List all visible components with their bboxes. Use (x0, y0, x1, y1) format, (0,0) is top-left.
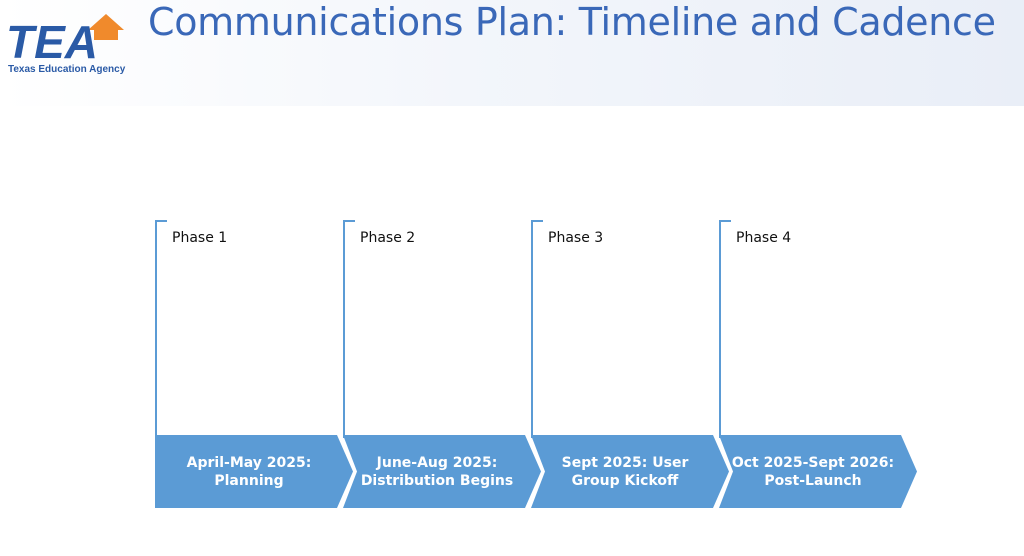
chevron-shape (531, 435, 729, 508)
phase-timeframe: June-Aug 2025: Distribution Begins (360, 454, 514, 489)
phase-label: Phase 3 (548, 230, 604, 246)
phase-1: Phase 1 April-May 2025: Planning (155, 220, 353, 510)
chevron-shape (343, 435, 541, 508)
chevron-shape (719, 435, 917, 508)
phase-bracket (531, 220, 543, 438)
phase-timeframe: Oct 2025-Sept 2026: Post-Launch (731, 454, 895, 489)
chevron-shape (155, 435, 353, 508)
page-title: Communications Plan: Timeline and Cadenc… (148, 0, 996, 44)
slide-header: TEA Texas Education Agency Communication… (0, 0, 1024, 106)
phase-bracket (155, 220, 167, 438)
phase-timeframe: Sept 2025: User Group Kickoff (561, 454, 689, 489)
tea-logo: TEA Texas Education Agency (4, 10, 130, 78)
logo-subtitle: Texas Education Agency (8, 64, 126, 75)
phase-bracket (719, 220, 731, 438)
phase-label: Phase 4 (736, 230, 792, 246)
phase-label: Phase 1 (172, 230, 228, 246)
phase-timeframe: April-May 2025: Planning (186, 454, 312, 489)
phase-label: Phase 2 (360, 230, 416, 246)
phase-3: Phase 3 Sept 2025: User Group Kickoff (531, 220, 729, 510)
logo-wordmark: TEA (6, 16, 98, 66)
phase-4: Phase 4 Oct 2025-Sept 2026: Post-Launch (719, 220, 917, 510)
phase-bracket (343, 220, 355, 438)
phase-2: Phase 2 June-Aug 2025: Distribution Begi… (343, 220, 541, 510)
tea-logo-icon: TEA (6, 14, 124, 66)
